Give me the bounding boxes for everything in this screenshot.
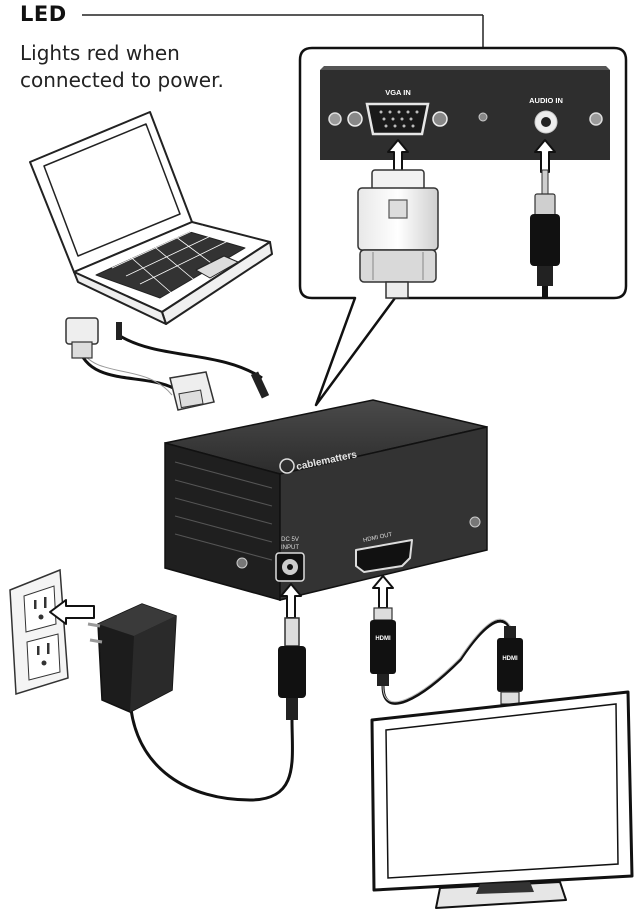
panel-vga-label: VGA IN bbox=[385, 88, 411, 97]
dc-input-label-line-1: DC 5V bbox=[281, 537, 299, 543]
led-indicator-icon bbox=[478, 112, 488, 122]
panel-screw-left-icon bbox=[328, 112, 342, 126]
power-adapter-icon bbox=[87, 603, 177, 713]
dc-barrel-plug-icon bbox=[278, 617, 306, 720]
audio-plug-zoom-icon bbox=[530, 169, 560, 298]
back-panel-zoom: VGA IN AUDIO IN bbox=[320, 66, 610, 160]
vga-port-icon bbox=[347, 102, 448, 136]
led-callout-title: LED bbox=[20, 2, 67, 26]
device-screw-left-icon bbox=[236, 557, 248, 569]
wall-outlet-icon bbox=[9, 568, 69, 695]
hdmi-plug-left-tag: HDMI bbox=[375, 636, 391, 642]
arrow-into-hdmi-port-icon bbox=[372, 575, 394, 609]
hdmi-plug-left-icon: HDMI bbox=[370, 607, 396, 686]
hdmi-plug-right-icon: HDMI bbox=[497, 626, 523, 705]
panel-audio-label: AUDIO IN bbox=[529, 96, 563, 105]
hdmi-out-port-icon bbox=[355, 539, 413, 573]
device-screw-right-icon bbox=[469, 516, 481, 528]
dc-input-label-line-2: INPUT bbox=[281, 545, 299, 551]
led-callout-line-2: connected to power. bbox=[20, 68, 224, 92]
power-cable-icon bbox=[128, 699, 294, 802]
led-callout-line-1: Lights red when bbox=[20, 41, 180, 65]
led-callout-description: Lights red when connected to power. bbox=[20, 40, 280, 94]
panel-screw-right-icon bbox=[589, 112, 603, 126]
laptop-icon bbox=[29, 111, 273, 325]
dc-power-port-icon bbox=[275, 552, 305, 582]
vga-audio-cable-icon bbox=[65, 317, 270, 411]
hdmi-plug-right-tag: HDMI bbox=[502, 656, 518, 662]
television-icon bbox=[370, 690, 634, 909]
hdmi-cable-icon: HDMI HDMI bbox=[370, 607, 523, 705]
converter-device-icon: cablematters DC 5V INPUT HDMI OUT bbox=[164, 399, 488, 601]
vga-plug-zoom-icon bbox=[357, 169, 439, 299]
arrow-into-wall-outlet-icon bbox=[49, 599, 95, 625]
audio-jack-icon bbox=[534, 110, 558, 134]
